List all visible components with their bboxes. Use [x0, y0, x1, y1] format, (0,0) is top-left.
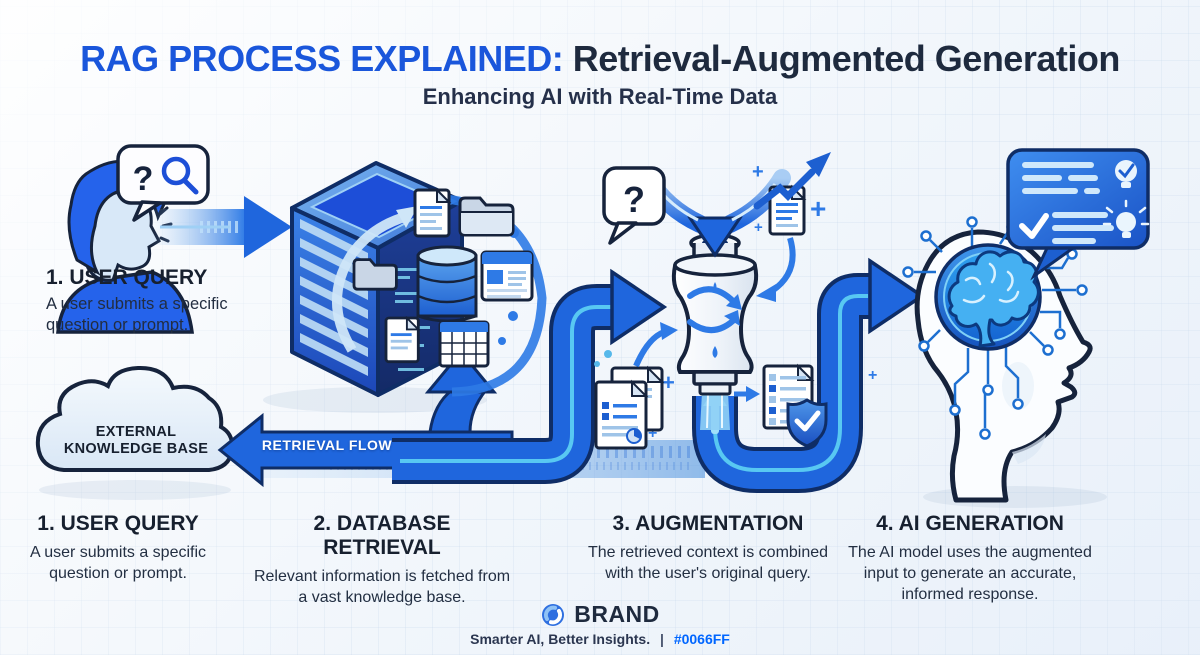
step-description: The retrieved context is combined with t… [587, 544, 829, 582]
brand-tagline: Smarter AI, Better Insights. [470, 631, 651, 647]
plus-icon: + [648, 425, 657, 442]
lightbulb-check-icon [1115, 160, 1137, 188]
step1-top-heading: 1. USER QUERY [46, 266, 208, 289]
step-heading: 4. AI GENERATION [876, 512, 1064, 535]
browser-window-icon [480, 250, 534, 302]
brand-name: BRAND [574, 601, 660, 627]
ai-output-pipe [692, 257, 926, 493]
folder-icon [458, 196, 515, 237]
augmentation-input-pipe [392, 268, 668, 484]
folder-icon [352, 258, 398, 291]
plus-icon: + [754, 219, 763, 236]
page-subtitle: Enhancing AI with Real-Time Data [422, 84, 778, 109]
documents-icon [594, 322, 678, 450]
step-card-3: 3. AUGMENTATION The retrieved context is… [578, 512, 838, 585]
question-bubble: ? [602, 166, 666, 245]
step-card-1: 1. USER QUERY A user submits a specific … [8, 512, 228, 585]
step-heading: 1. USER QUERY [37, 512, 199, 535]
document-icon [384, 315, 421, 364]
external-knowledge-base-cloud [35, 365, 235, 472]
ai-response-bubble [1006, 148, 1150, 281]
cloud-label-line1: EXTERNAL [95, 424, 177, 440]
trend-document-icon [753, 152, 831, 302]
cloud-label-line2: KNOWLEDGE BASE [63, 441, 209, 457]
brain-icon [934, 243, 1042, 351]
plus-icon: + [868, 367, 877, 384]
user-query-arrow [150, 196, 292, 258]
step-description: The AI model uses the augmented input to… [848, 544, 1092, 603]
checkmark-icon [1019, 213, 1049, 239]
brand-logo-icon [542, 603, 565, 626]
database-icon [416, 245, 478, 323]
step-heading: 3. AUGMENTATION [612, 512, 804, 535]
tagline-separator: | [660, 631, 664, 647]
shield-check-icon [786, 398, 828, 448]
growth-arrow-icon [753, 152, 831, 210]
footer: BRAND Smarter AI, Better Insights. | #00… [0, 601, 1200, 647]
page-title-highlight: RAG PROCESS EXPLAINED: [80, 38, 564, 79]
page-title: RAG PROCESS EXPLAINED: Retrieval-Augment… [0, 38, 1200, 80]
plus-icon: + [662, 370, 675, 395]
step-description: A user submits a specific question or pr… [29, 544, 207, 582]
shield-document-icon [734, 363, 828, 448]
magnifier-icon [161, 156, 199, 195]
merge-arrows [639, 169, 791, 258]
user-query-bubble: ? [116, 144, 210, 222]
question-mark-icon: ? [623, 179, 645, 220]
step-card-4: 4. AI GENERATION The AI model uses the a… [840, 512, 1100, 605]
document-icon [413, 187, 452, 238]
spreadsheet-icon [438, 320, 490, 368]
plus-icon: + [810, 193, 826, 224]
circuit-lines [914, 228, 1076, 428]
step-description: Relevant information is fetched from a v… [253, 568, 511, 606]
lightbulb-icon [1102, 199, 1150, 238]
augmentation-funnel-icon [671, 233, 759, 430]
step-heading: 2. DATABASE RETRIEVAL [313, 512, 451, 559]
retrieval-flow-label: RETRIEVAL FLOW [261, 437, 393, 453]
ai-head-icon [902, 216, 1093, 503]
question-mark-icon: ? [133, 160, 154, 198]
step-card-2: 2. DATABASE RETRIEVAL Relevant informati… [252, 512, 512, 609]
step1-top-description: A user submits a specific question or pr… [46, 295, 228, 335]
page-title-rest: Retrieval-Augmented Generation [563, 38, 1121, 79]
brand-hex-code: #0066FF [673, 631, 730, 647]
plus-icon: + [752, 161, 764, 183]
plus-icons: + + + + + + [648, 161, 877, 442]
